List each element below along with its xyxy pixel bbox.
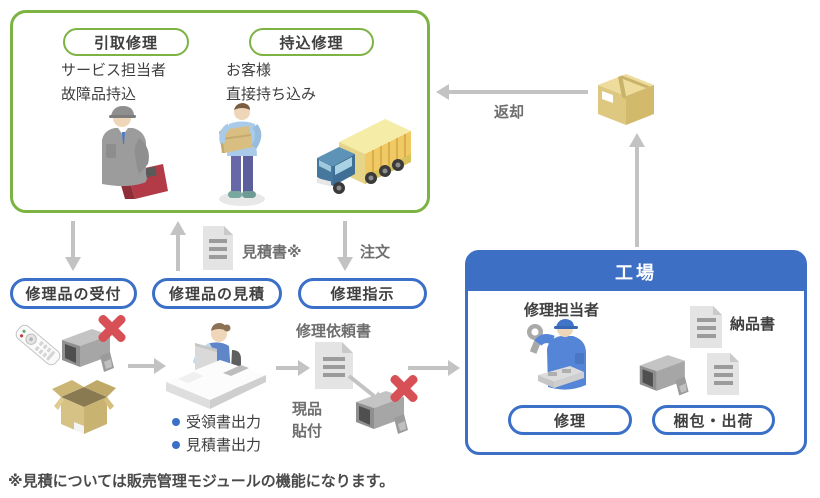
output-item-receipt: 受領書出力 <box>172 410 261 433</box>
factory-header: 工場 <box>468 253 804 291</box>
estimate-doc-label: 見積書※ <box>242 244 302 261</box>
instruction-label: 修理指示 <box>330 286 395 303</box>
factory-staff-label: 修理担当者 <box>524 302 600 319</box>
repairman-illustration <box>520 317 610 401</box>
service-worker-illustration <box>89 104 171 202</box>
package-box-icon <box>596 72 656 132</box>
red-x-icon <box>96 312 128 344</box>
attach-label: 現品 貼付 <box>292 401 323 440</box>
factory-section: 工場 修理担当者 <box>465 250 807 455</box>
carryin-repair-label: 持込修理 <box>279 34 344 52</box>
pickup-repair-pill: 引取修理 <box>63 28 189 56</box>
instruction-pill: 修理指示 <box>298 278 427 309</box>
output-item-estimate: 見積書出力 <box>172 433 261 456</box>
footnote: ※見積については販売管理モジュールの機能になります。 <box>8 473 395 490</box>
arrow-up-estimate <box>170 221 186 271</box>
bullet-dot <box>172 417 180 426</box>
broken-camera-icon <box>58 322 124 374</box>
pickup-repair-label: 引取修理 <box>93 34 158 52</box>
repaired-camera-icon <box>636 348 698 398</box>
arrow-down-to-reception <box>65 221 81 271</box>
order-label: 注文 <box>360 244 391 261</box>
request-document-icon <box>314 341 354 390</box>
arrow-up-from-factory <box>629 133 645 247</box>
customer-illustration <box>213 102 271 207</box>
remote-control-icon <box>12 318 64 372</box>
bullet-dot <box>172 440 180 449</box>
repair-label: 修理 <box>553 412 586 430</box>
red-x-icon <box>388 372 420 404</box>
open-box-icon <box>50 374 118 438</box>
output-list: 受領書出力 見積書出力 <box>172 410 261 456</box>
request-doc-label: 修理依頼書 <box>296 323 372 340</box>
delivery-document-icon <box>689 305 723 349</box>
pack-ship-pill: 梱包・出荷 <box>652 405 775 435</box>
broken-camera-icon-2 <box>352 384 418 436</box>
shipping-document-icon <box>706 352 740 396</box>
carryin-repair-description: お客様 直接持ち込み <box>226 62 317 103</box>
estimate-document-icon <box>202 225 234 271</box>
reception-clerk-illustration <box>166 316 266 416</box>
truck-icon <box>309 114 415 202</box>
pickup-repair-description: サービス担当者 故障品持込 <box>61 62 167 103</box>
reception-pill: 修理品の受付 <box>10 278 137 309</box>
factory-title: 工場 <box>615 263 657 283</box>
repair-pill: 修理 <box>508 405 632 435</box>
carryin-repair-pill: 持込修理 <box>249 28 374 56</box>
arrow-down-order <box>337 221 353 271</box>
arrow-right-to-reception-desk <box>128 358 166 374</box>
intake-section: 引取修理 持込修理 サービス担当者 故障品持込 お客様 直接持ち込み <box>10 10 430 213</box>
estimate-label: 修理品の見積 <box>168 286 265 303</box>
arrow-left-return <box>436 84 588 100</box>
arrow-right-to-request-doc <box>276 360 310 376</box>
pack-ship-label: 梱包・出荷 <box>673 412 754 430</box>
delivery-doc-label: 納品書 <box>730 316 776 333</box>
reception-label: 修理品の受付 <box>25 286 122 303</box>
arrow-right-to-factory <box>408 360 460 376</box>
estimate-pill: 修理品の見積 <box>152 278 282 309</box>
return-label: 返却 <box>494 104 525 121</box>
